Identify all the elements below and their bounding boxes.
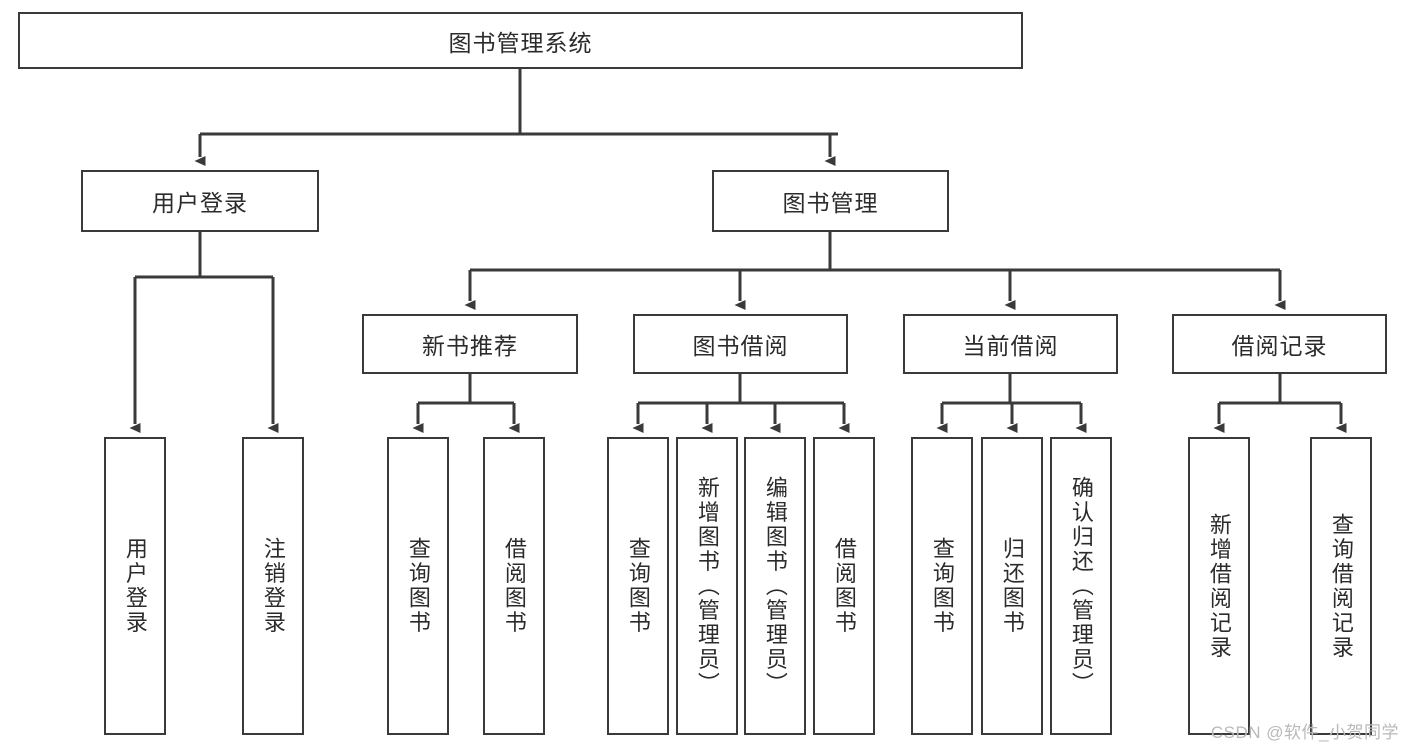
node-leaf-return-book[interactable]: 归还图书	[981, 437, 1043, 735]
node-leaf-book-add[interactable]: 新增图书（管理员）	[676, 437, 738, 735]
node-leaf-record-add[interactable]: 新增借阅记录	[1188, 437, 1250, 735]
node-leaf-borrow-book[interactable]: 借阅图书	[813, 437, 875, 735]
node-current-borrow[interactable]: 当前借阅	[903, 314, 1118, 374]
node-leaf-rec-borrow-label: 借阅图书	[501, 537, 527, 635]
node-leaf-user-login-label: 用户登录	[122, 537, 148, 635]
node-leaf-book-add-label: 新增图书（管理员）	[694, 475, 720, 697]
node-leaf-record-query[interactable]: 查询借阅记录	[1310, 437, 1372, 735]
node-leaf-logout[interactable]: 注销登录	[242, 437, 304, 735]
node-current-borrow-label: 当前借阅	[962, 333, 1059, 359]
node-new-book-rec-label: 新书推荐	[422, 333, 518, 359]
node-leaf-confirm-return[interactable]: 确认归还（管理员）	[1050, 437, 1112, 735]
node-user-login-label: 用户登录	[152, 190, 248, 216]
node-new-book-rec[interactable]: 新书推荐	[362, 314, 578, 374]
node-root[interactable]: 图书管理系统	[18, 12, 1023, 69]
node-leaf-rec-query-label: 查询图书	[405, 537, 431, 635]
node-leaf-confirm-return-label: 确认归还（管理员）	[1068, 475, 1094, 697]
node-leaf-rec-borrow[interactable]: 借阅图书	[483, 437, 545, 735]
node-book-borrow[interactable]: 图书借阅	[633, 314, 848, 374]
node-leaf-borrow-query-label: 查询图书	[625, 537, 651, 635]
node-book-manage[interactable]: 图书管理	[712, 170, 949, 232]
node-leaf-return-book-label: 归还图书	[999, 537, 1025, 635]
node-leaf-user-login[interactable]: 用户登录	[104, 437, 166, 735]
node-leaf-cur-query-label: 查询图书	[929, 537, 955, 635]
node-leaf-logout-label: 注销登录	[260, 537, 286, 635]
node-borrow-record[interactable]: 借阅记录	[1172, 314, 1387, 374]
node-leaf-borrow-query[interactable]: 查询图书	[607, 437, 669, 735]
node-leaf-book-edit[interactable]: 编辑图书（管理员）	[744, 437, 806, 735]
node-borrow-record-label: 借阅记录	[1231, 333, 1328, 359]
node-leaf-book-edit-label: 编辑图书（管理员）	[762, 475, 788, 697]
node-leaf-record-add-label: 新增借阅记录	[1206, 512, 1232, 660]
node-leaf-borrow-book-label: 借阅图书	[831, 537, 857, 635]
node-leaf-record-query-label: 查询借阅记录	[1328, 512, 1354, 660]
node-root-label: 图书管理系统	[448, 29, 593, 56]
node-book-borrow-label: 图书借阅	[692, 333, 789, 359]
node-leaf-rec-query[interactable]: 查询图书	[387, 437, 449, 735]
node-book-manage-label: 图书管理	[782, 190, 879, 216]
node-user-login[interactable]: 用户登录	[81, 170, 319, 232]
node-leaf-cur-query[interactable]: 查询图书	[911, 437, 973, 735]
connectors	[129, 69, 1347, 433]
